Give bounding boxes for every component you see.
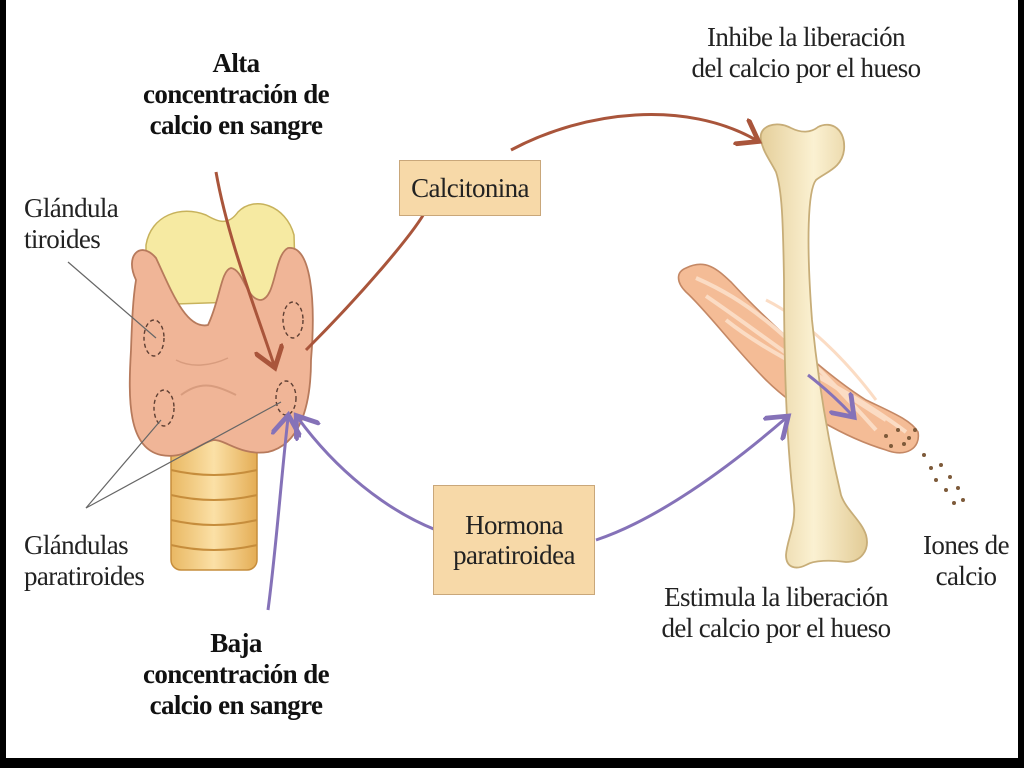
inhibits-line-2: del calcio por el hueso	[691, 53, 921, 83]
parathyroid-hormone-box: Hormona paratiroidea	[433, 485, 595, 595]
pth-label-line-1: Hormona	[465, 510, 563, 540]
stimulates-release-label: Estimula la liberación del calcio por el…	[646, 582, 906, 644]
calcium-ions-label: Iones de calcio	[914, 530, 1018, 592]
stimulates-line-1: Estimula la liberación	[664, 582, 888, 612]
pth-label-line-2: paratiroidea	[453, 540, 575, 570]
inhibits-release-label: Inhibe la liberación del calcio por el h…	[686, 22, 926, 84]
inhibits-line-1: Inhibe la liberación	[707, 22, 906, 52]
low-calcium-line-3: calcio en sangre	[149, 690, 323, 720]
parathyroid-glands-label: Glándulas paratiroides	[24, 530, 145, 592]
long-bone	[759, 123, 868, 569]
low-calcium-line-1: Baja	[210, 628, 262, 658]
high-calcium-label: Alta concentración de calcio en sangre	[136, 48, 336, 141]
thyroid-gland	[128, 247, 314, 457]
high-calcium-line-3: calcio en sangre	[149, 110, 323, 140]
calcitonin-box: Calcitonina	[399, 160, 541, 216]
low-calcium-line-2: concentración de	[142, 659, 330, 689]
high-calcium-line-2: concentración de	[142, 79, 330, 109]
low-calcium-label: Baja concentración de calcio en sangre	[126, 628, 346, 721]
calcitonin-label: Calcitonina	[411, 173, 529, 203]
thyroid-back-lobes	[145, 203, 297, 306]
stimulates-line-2: del calcio por el hueso	[661, 613, 891, 643]
calcium-ion-dots	[884, 428, 965, 505]
parathyroid-label-line-2: paratiroides	[24, 561, 145, 591]
thyroid-label-line-1: Glándula	[24, 193, 119, 223]
leader-lines	[67, 261, 282, 509]
thyroid-gland-label: Glándula tiroides	[24, 193, 119, 255]
thyroid-label-line-2: tiroides	[24, 224, 101, 254]
high-calcium-line-1: Alta	[212, 48, 260, 78]
diagram-panel: Alta concentración de calcio en sangre G…	[6, 0, 1018, 758]
pth-arrows	[266, 373, 852, 611]
calcitonin-arrows	[214, 113, 756, 365]
trachea	[170, 439, 258, 571]
illustration	[67, 113, 965, 611]
calcium-ions-line-1: Iones de	[923, 530, 1010, 560]
parathyroid-label-line-1: Glándulas	[24, 530, 129, 560]
calcium-ions-line-2: calcio	[935, 561, 997, 591]
